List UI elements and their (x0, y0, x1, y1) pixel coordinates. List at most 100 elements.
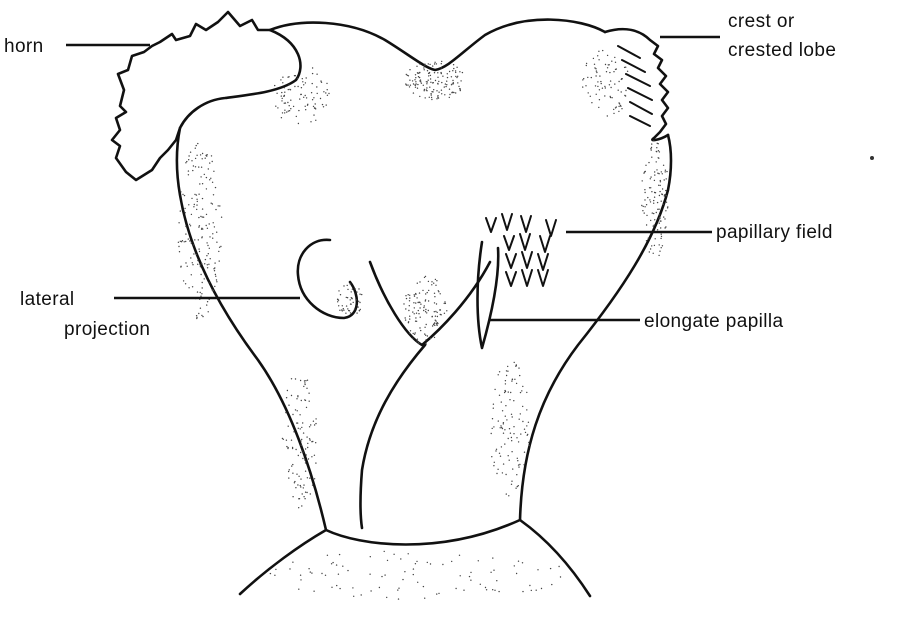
stipple-dot (440, 293, 441, 294)
stipple-dot (445, 303, 446, 304)
stipple-dot (322, 104, 323, 105)
stipple-dot (661, 236, 662, 237)
stipple-dot (215, 187, 216, 188)
central-ridge (370, 262, 490, 345)
stipple-dot (200, 266, 201, 267)
stipple-dot (342, 566, 343, 567)
stipple-dot (650, 248, 651, 249)
stipple-dot (510, 433, 511, 434)
stipple-dot (516, 474, 517, 475)
stipple-dot (347, 297, 348, 298)
stipple-dot (209, 236, 210, 237)
stipple-dot (519, 464, 520, 465)
stipple-dot (654, 245, 655, 246)
stipple-dot (405, 319, 406, 320)
stipple-dot (356, 312, 357, 313)
stipple-dot (420, 304, 421, 305)
stipple-dot (434, 72, 435, 73)
stipple-dot (421, 83, 422, 84)
stipple-dot (281, 92, 282, 93)
stipple-dot (444, 86, 445, 87)
stipple-dot (327, 95, 328, 96)
stipple-dot (644, 206, 645, 207)
stipple-dot (274, 85, 275, 86)
stipple-dot (214, 267, 215, 268)
stipple-dot (439, 309, 440, 310)
stipple-dot (660, 220, 661, 221)
crest-label-line2: crested lobe (728, 40, 836, 61)
stipple-dot (276, 93, 277, 94)
stipple-dot (199, 225, 200, 226)
stipple-dot (419, 281, 420, 282)
stipple-dot (511, 380, 512, 381)
stipple-dot (653, 213, 654, 214)
stipple-dot (361, 294, 362, 295)
stipple-dot (441, 82, 442, 83)
stipple-dot (300, 452, 301, 453)
stipple-dot (595, 85, 596, 86)
stipple-dot (304, 380, 305, 381)
stipple-dot (300, 440, 301, 441)
stipple-dot (493, 408, 494, 409)
stipple-dot (521, 390, 522, 391)
stipple-dot (270, 573, 271, 574)
stipple-dot (419, 307, 420, 308)
stipple-dot (216, 281, 217, 282)
stray-dot (870, 156, 874, 160)
stipple-dot (627, 71, 628, 72)
stipple-dot (190, 225, 191, 226)
stipple-dot (602, 50, 603, 51)
stipple-dot (495, 450, 496, 451)
stipple-dot (325, 575, 326, 576)
stipple-dot (357, 305, 358, 306)
stipple-dot (386, 597, 387, 598)
stipple-dot (438, 290, 439, 291)
stipple-dot (659, 191, 660, 192)
stipple-dot (441, 61, 442, 62)
stipple-dot (352, 289, 353, 290)
stipple-dot (492, 418, 493, 419)
stipple-dot (493, 570, 494, 571)
stipple-dot (607, 55, 608, 56)
stipple-dot (196, 209, 197, 210)
stipple-dot (424, 89, 425, 90)
stipple-dot (345, 313, 346, 314)
stipple-dot (195, 166, 196, 167)
stipple-dot (191, 198, 192, 199)
stipple-dot (314, 478, 315, 479)
stipple-dot (516, 437, 517, 438)
stipple-dot (415, 87, 416, 88)
stipple-dot (613, 71, 614, 72)
stipple-dot (514, 565, 515, 566)
stipple-dot (206, 177, 207, 178)
stipple-dot (610, 87, 611, 88)
stipple-dot (309, 439, 310, 440)
stipple-dot (509, 428, 510, 429)
stipple-dot (406, 298, 407, 299)
stipple-dot (309, 478, 310, 479)
stipple-dot (658, 157, 659, 158)
stipple-dot (506, 375, 507, 376)
stipple-dot (419, 292, 420, 293)
stipple-dot (292, 473, 293, 474)
stipple-dot (625, 67, 626, 68)
stipple-dot (435, 316, 436, 317)
stipple-dot (208, 311, 209, 312)
stipple-dot (292, 448, 293, 449)
stipple-dot (196, 315, 197, 316)
stipple-dot (651, 157, 652, 158)
stipple-dot (418, 310, 419, 311)
stipple-dot (212, 203, 213, 204)
stipple-dot (596, 70, 597, 71)
stipple-dot (504, 392, 505, 393)
stipple-dot (343, 285, 344, 286)
stipple-dot (446, 310, 447, 311)
stipple-dot (508, 455, 509, 456)
stipple-dot (303, 487, 304, 488)
stipple-dot (503, 422, 504, 423)
stipple-dot (594, 67, 595, 68)
stipple-dot (415, 81, 416, 82)
stipple-dot (180, 241, 181, 242)
stipple-dot (412, 80, 413, 81)
stipple-dot (437, 83, 438, 84)
